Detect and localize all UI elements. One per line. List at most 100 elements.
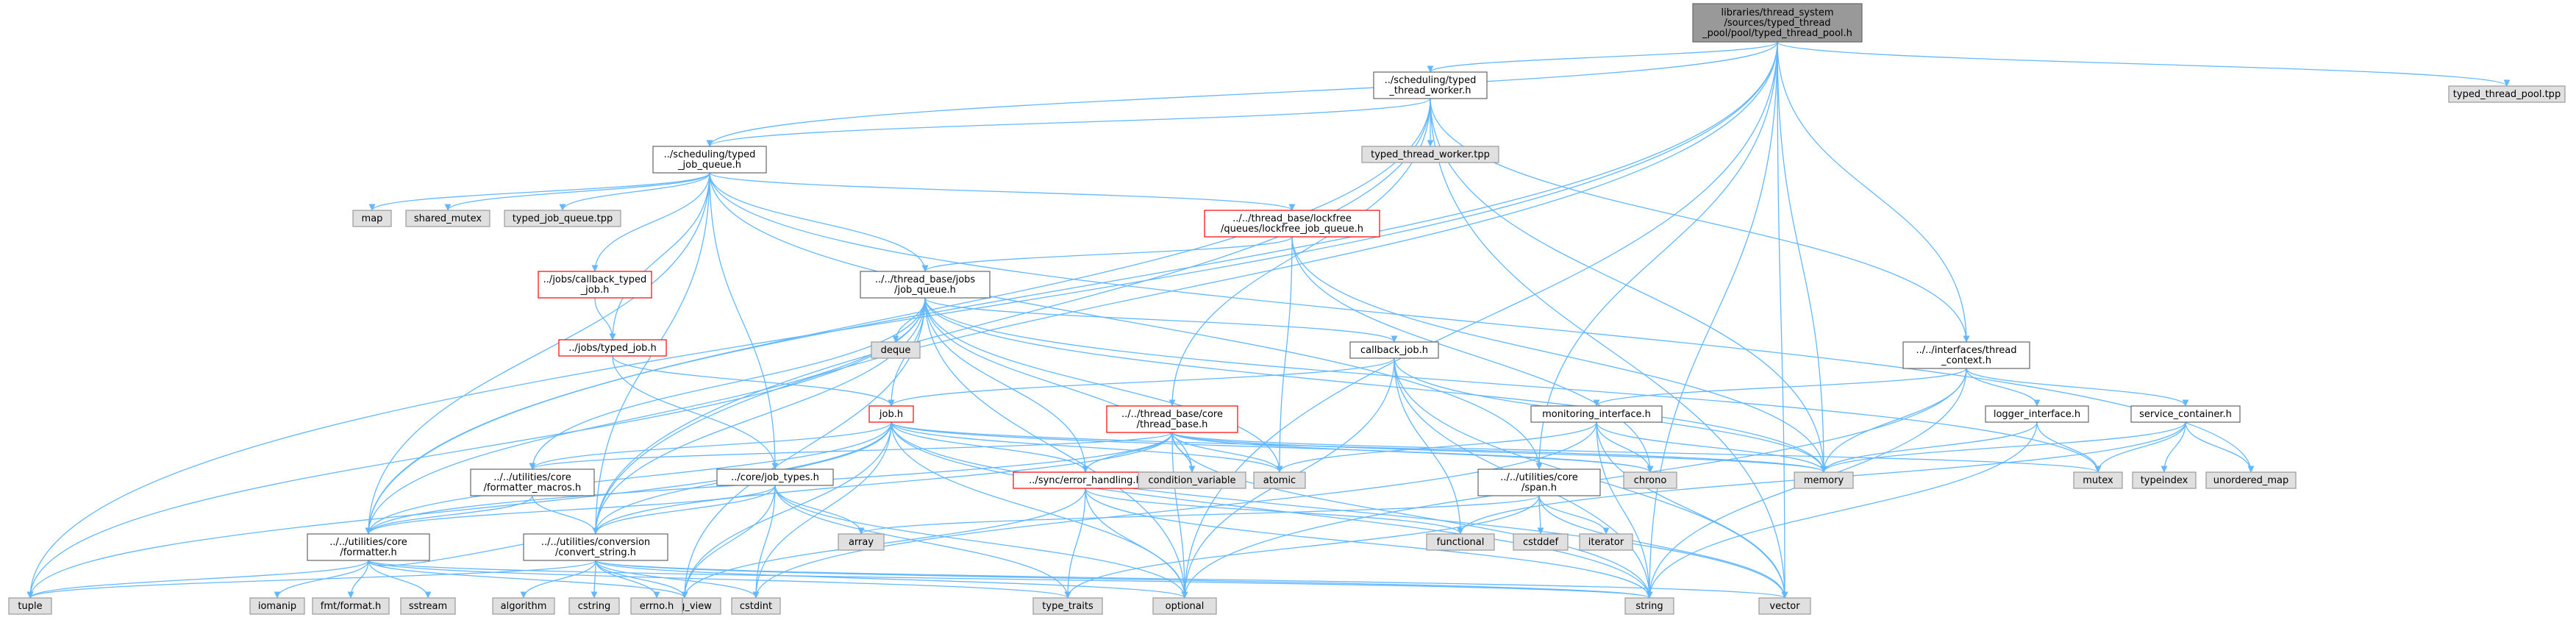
edge-root-to-typed_job_queue_h	[706, 41, 1778, 147]
edge-job_queue_h-to-callback_job_h	[924, 297, 1398, 343]
node-box	[352, 210, 392, 227]
node-label: tuple	[18, 601, 42, 612]
node-box	[652, 146, 767, 174]
node-label: _pool/pool/typed_thread_pool.h	[1702, 28, 1852, 39]
node-lockfree-job-queue-h[interactable]: ../../thread_base/lockfree/queues/lockfr…	[1204, 210, 1380, 238]
edge-root-to-string	[1646, 41, 1778, 599]
node-service-container-h[interactable]: service_container.h	[2130, 405, 2241, 423]
node-job-types-h[interactable]: ../core/job_types.h	[716, 468, 834, 486]
node-tuple: tuple	[8, 597, 52, 615]
node-label: fmt/format.h	[321, 601, 381, 612]
node-span-h[interactable]: ../../utilities/core/span.h	[1477, 468, 1601, 496]
node-label: iomanip	[258, 601, 296, 612]
node-unordered-map: unordered_map	[2205, 471, 2297, 489]
node-typeindex: typeindex	[2132, 471, 2197, 489]
edge-thread_base_h-to-formatter_macros_h	[529, 432, 1173, 470]
node-convert-string-h[interactable]: ../../utilities/conversion/convert_strin…	[523, 533, 668, 561]
edge-job_types_h-to-string_view	[681, 485, 776, 599]
edge-logger_interface_h-to-string	[1646, 421, 2038, 599]
edge-typed_job_queue_h-to-callback_typed_job_h	[591, 172, 710, 272]
node-error-handling-h[interactable]: ../sync/error_handling.h	[1013, 471, 1158, 489]
node-box	[8, 597, 52, 615]
node-root[interactable]: libraries/thread_system/sources/typed_th…	[1692, 3, 1863, 43]
node-cstddef: cstddef	[1513, 533, 1569, 551]
node-thread-base-h[interactable]: ../../thread_base/core/thread_base.h	[1106, 405, 1238, 433]
node-label: optional	[1166, 601, 1205, 612]
node-array: array	[838, 533, 885, 551]
node-box	[400, 597, 456, 615]
node-cstdint: cstdint	[731, 597, 781, 615]
node-typed-job-queue-h[interactable]: ../scheduling/typed_job_queue.h	[652, 146, 767, 174]
node-label: atomic	[1263, 475, 1296, 486]
node-fmt-format-h: fmt/format.h	[312, 597, 390, 615]
edge-job_h-to-optional	[891, 421, 1188, 599]
edge-job_h-to-vector	[891, 421, 1788, 599]
node-box	[1204, 210, 1380, 238]
node-label: typed_thread_pool.tpp	[2453, 89, 2561, 100]
edge-formatter_h-to-string_view	[368, 560, 688, 599]
node-label: cstdint	[740, 601, 772, 612]
edge-job_h-to-string	[891, 421, 1653, 599]
node-box	[1152, 597, 1217, 615]
edge-job_h-to-string_view	[681, 421, 892, 599]
edges-layer	[26, 41, 2511, 599]
edge-typed_job_queue_h-to-unordered_map	[709, 172, 2255, 473]
node-functional: functional	[1426, 533, 1495, 551]
node-label: ../core/job_types.h	[731, 472, 819, 483]
node-box	[1623, 471, 1677, 489]
node-box	[307, 533, 430, 561]
node-shared-mutex: shared_mutex	[405, 210, 490, 227]
node-label: /span.h	[1521, 482, 1557, 493]
node-label: _job.h	[580, 285, 610, 296]
node-label: shared_mutex	[414, 213, 482, 224]
node-typed-job-h[interactable]: ../jobs/typed_job.h	[558, 339, 667, 357]
edge-thread_base_h-to-chrono	[1171, 432, 1654, 473]
edge-typed_job_queue_h-to-job_queue_h	[709, 172, 929, 272]
node-box	[1579, 533, 1633, 551]
node-map: map	[352, 210, 392, 227]
node-box	[2448, 85, 2566, 103]
node-box	[1624, 597, 1674, 615]
edge-monitoring_interface_h-to-cstdint	[752, 421, 1597, 599]
edge-typed_thread_worker_h-to-convert_string_h	[592, 98, 1431, 535]
node-callback-typed-job-h[interactable]: ../jobs/callback_typed_job.h	[538, 271, 652, 299]
node-label: functional	[1437, 537, 1485, 548]
node-box	[1373, 71, 1488, 99]
node-label: algorithm	[501, 601, 547, 612]
edge-root-to-typed_thread_pool_tpp	[1777, 41, 2511, 87]
node-optional: optional	[1152, 597, 1217, 615]
node-label: sstream	[409, 601, 447, 612]
node-formatter-macros-h[interactable]: ../../utilities/core/formatter_macros.h	[470, 468, 595, 496]
node-box	[731, 597, 781, 615]
node-monitoring-interface-h[interactable]: monitoring_interface.h	[1530, 405, 1663, 423]
node-thread-context-h[interactable]: ../../interfaces/thread_context.h	[1902, 341, 2030, 369]
node-box	[1902, 341, 2030, 369]
node-job-queue-h[interactable]: ../../thread_base/jobs/job_queue.h	[860, 271, 991, 299]
node-box	[1794, 471, 1854, 489]
node-label: ../../thread_base/jobs	[875, 274, 976, 285]
edge-thread_base_h-to-memory	[1171, 432, 1827, 473]
edge-job_h-to-formatter_h	[365, 421, 892, 535]
node-logger-interface-h[interactable]: logger_interface.h	[1985, 405, 2089, 423]
nodes-layer: libraries/thread_system/sources/typed_th…	[8, 3, 2566, 615]
edge-job_queue_h-to-condition_variable	[924, 297, 1196, 473]
node-label: ../jobs/typed_job.h	[568, 343, 657, 354]
edge-formatter_h-to-string	[368, 560, 1652, 599]
node-job-h[interactable]: job.h	[868, 405, 914, 423]
node-formatter-h[interactable]: ../../utilities/core/formatter.h	[307, 533, 430, 561]
node-label: monitoring_interface.h	[1542, 409, 1651, 420]
edge-job_types_h-to-array	[774, 485, 865, 535]
node-label: /thread_base.h	[1137, 419, 1208, 430]
node-box	[1692, 3, 1863, 43]
node-typed-thread-worker-h[interactable]: ../scheduling/typed_thread_worker.h	[1373, 71, 1488, 99]
node-label: ../sync/error_handling.h	[1029, 475, 1142, 486]
node-callback-job-h[interactable]: callback_job.h	[1349, 341, 1439, 359]
node-label: ../../utilities/core	[1500, 472, 1577, 483]
edge-typed_job_queue_h-to-typed_job_queue_tpp	[559, 172, 710, 211]
node-box	[1253, 471, 1306, 489]
node-label: ../../thread_base/core	[1121, 409, 1223, 420]
edge-typed_thread_worker_h-to-thread_context_h	[1430, 98, 1970, 343]
edge-thread_context_h-to-logger_interface_h	[1966, 368, 2041, 407]
edge-convert_string_h-to-algorithm	[520, 560, 596, 599]
